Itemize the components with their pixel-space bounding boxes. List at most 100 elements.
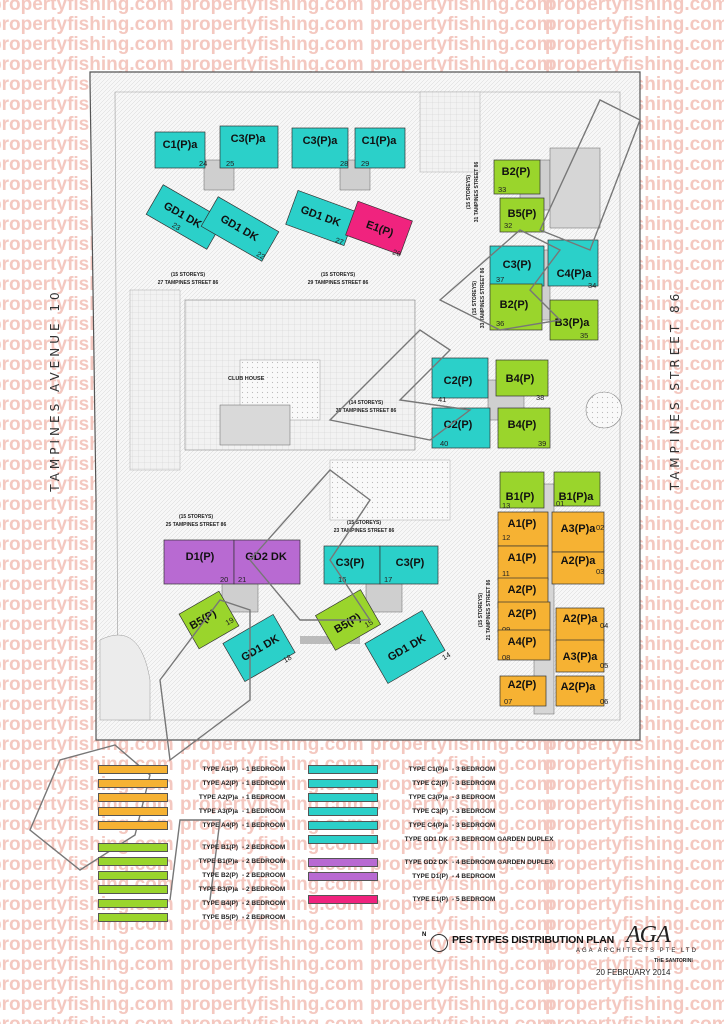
legend-code: TYPE B1(P) [202,844,238,851]
legend-swatch [98,843,168,852]
watermark-text: propertyfishing.com [545,34,724,55]
roundabout [585,391,623,429]
legend-code: TYPE C2(P) [412,780,448,787]
watermark-text: propertyfishing.com [545,854,724,875]
unit-number: 19 [224,615,236,627]
watermark-text: propertyfishing.com [545,1014,724,1024]
block-storeys: (15 STOREYS) [179,514,213,520]
watermark-text: propertyfishing.com [180,54,364,75]
unit-number: 18 [281,653,293,665]
legend-swatch [98,807,168,816]
block-address: 23 TAMPINES STREET 86 [334,528,395,534]
legend-desc: - 3 BEDROOM [452,766,496,773]
unit-a4-p--08: A4(P)08 [497,629,551,662]
unit-label: B2(P) [502,166,531,178]
legend-desc: - 3 BEDROOM [452,780,496,787]
unit-number: 29 [361,159,369,168]
watermark-text: propertyfishing.com [370,754,554,775]
unit-number: 15 [363,618,375,630]
unit-number: 24 [199,159,207,168]
unit-c2-p--40: C2(P)40 [431,407,491,449]
legend-item: TYPE C3(P)- 3 BEDROOM [308,806,495,817]
watermark-text: propertyfishing.com [545,994,724,1015]
legend-code: TYPE B2(P) [202,872,238,879]
watermark-text: propertyfishing.com [545,914,724,935]
watermark-text: propertyfishing.com [545,0,724,15]
legend-swatch [308,858,378,867]
legend-swatch [98,913,168,922]
firm-name: AGA ARCHITECTS PTE LTD [576,948,698,954]
unit-a1-p--11: A1(P)11 [497,545,549,581]
watermark-text: propertyfishing.com [370,794,554,815]
unit-number: 41 [438,395,446,404]
unit-number: 27 [334,236,345,247]
legend-item: TYPE B1(P)- 2 BEDROOM [98,842,285,853]
block-label: (14 STOREYS)35 TAMPINES STREET 86 [336,400,397,414]
legend-swatch [308,821,378,830]
unit-label: A3(P)a [561,523,597,535]
legend-item: TYPE B5(P)- 2 BEDROOM [98,912,285,923]
draft-stamp [29,99,641,901]
unit-c3-p-a-25: C3(P)a25 [219,125,279,169]
legend-swatch [308,807,378,816]
block-label: (15 STOREYS)23 TAMPINES STREET 86 [334,520,395,534]
unit-a2-p--09: A2(P)09 [497,601,551,634]
unit-number: 04 [600,621,608,630]
unit-number: 01 [556,499,564,508]
unit-number: 08 [502,653,510,662]
unit-number: 11 [502,569,510,578]
legend-item: TYPE A2(P)a- 1 BEDROOM [98,792,285,803]
unit-b2-p--36: B2(P)36 [489,283,543,331]
watermark-text: propertyfishing.com [180,14,364,35]
watermark-text: propertyfishing.com [545,874,724,895]
watermark-text: propertyfishing.com [370,914,554,935]
unit-number: 34 [588,281,596,290]
legend-code: TYPE GD2 DK [404,859,448,866]
legend-code: TYPE A2(P)a [198,794,238,801]
unit-number: 35 [580,331,588,340]
legend-swatch [98,779,168,788]
plan-date: 20 FEBRUARY 2014 [596,968,671,977]
watermark-text: propertyfishing.com [370,34,554,55]
unit-label: B4(P) [506,373,535,385]
watermark-text: propertyfishing.com [370,954,554,975]
block-label: (15 STOREYS) 25 TAMPINES STREET 86 [166,514,227,528]
firm-logo: AGA [626,922,671,948]
legend-swatch [308,872,378,881]
watermark-text: propertyfishing.com [545,974,724,995]
legend-item: TYPE B3(P)a- 2 BEDROOM [98,884,285,895]
watermark-text: propertyfishing.com [545,754,724,775]
watermark-text: propertyfishing.com [0,0,174,15]
unit-label: A2(P) [508,679,537,691]
unit-a2-p-a-04: A2(P)a04 [555,607,608,643]
unit-c1-p-a-24: C1(P)a24 [154,131,207,169]
unit-number: 17 [384,575,392,584]
legend-swatch [308,779,378,788]
watermark-text: propertyfishing.com [0,1014,174,1024]
legend-swatch [98,821,168,830]
legend-swatch [308,835,378,844]
watermark-text: propertyfishing.com [180,954,364,975]
clubhouse-label: CLUB HOUSE [228,376,265,382]
unit-number: 38 [536,393,544,402]
unit-a2-p--07: A2(P)07 [499,675,547,707]
legend-swatch [308,895,378,904]
legend-desc: - 1 BEDROOM [242,780,286,787]
legend-desc: - 1 BEDROOM [242,822,286,829]
unit-number: 25 [226,159,234,168]
unit-c1-p-a-29: C1(P)a29 [354,127,406,169]
watermark-text: propertyfishing.com [0,54,174,75]
legend-swatch [98,885,168,894]
unit-e1-p--26: E1(P)26 [345,200,413,259]
unit-label: B5(P) [508,208,537,220]
legend-desc: - 3 BEDROOM GARDEN DUPLEX [452,836,554,843]
unit-number: 05 [600,661,608,670]
watermark-text: propertyfishing.com [0,994,174,1015]
unit-label: A3(P)a [563,651,599,663]
block-address: 25 TAMPINES STREET 86 [166,522,227,528]
legend-desc: - 3 BEDROOM [452,808,496,815]
unit-number: 02 [596,523,604,532]
